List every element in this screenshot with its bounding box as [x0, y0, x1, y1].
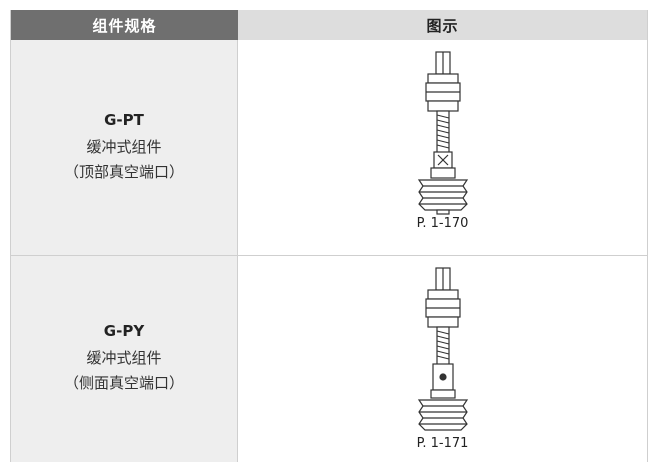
model-code: G-PT: [104, 110, 144, 129]
model-code: G-PY: [103, 322, 145, 340]
model-desc: 缓冲式组件: [86, 137, 162, 156]
figure-cell: P. 1-170: [238, 40, 647, 255]
figure-cell: P. 1-171: [238, 256, 647, 462]
page-reference: P. 1-171: [416, 436, 469, 451]
header-figure: 图示: [238, 10, 647, 40]
spec-table: 组件规格 图示 G-PT 缓冲式组件 （顶部真空端口）: [10, 10, 648, 462]
page-reference: P. 1-170: [416, 216, 469, 231]
table-row: G-PT 缓冲式组件 （顶部真空端口）: [11, 40, 647, 256]
model-port: （侧面真空端口）: [63, 374, 184, 392]
table-header: 组件规格 图示: [11, 10, 647, 40]
model-port: （顶部真空端口）: [63, 162, 184, 181]
buffer-assembly-side-port-figure: [417, 267, 468, 431]
header-spec: 组件规格: [11, 10, 238, 40]
table-row: G-PY 缓冲式组件 （侧面真空端口）: [11, 256, 647, 462]
spec-cell: G-PT 缓冲式组件 （顶部真空端口）: [11, 40, 238, 255]
model-desc: 缓冲式组件: [86, 349, 162, 367]
spec-cell: G-PY 缓冲式组件 （侧面真空端口）: [11, 256, 238, 462]
buffer-assembly-top-port-figure: [417, 51, 468, 215]
